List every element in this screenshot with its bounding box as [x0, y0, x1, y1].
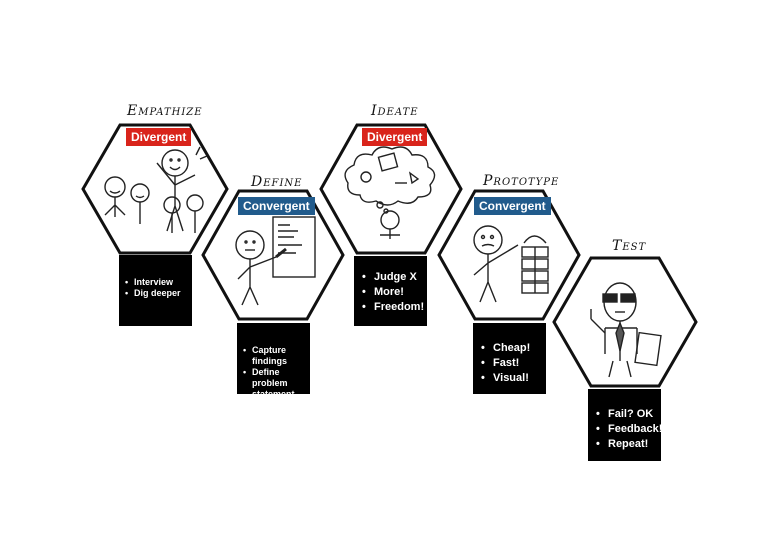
- bullet-item: Cheap!: [481, 341, 540, 356]
- bullet-box-prototype: Cheap! Fast! Visual!: [473, 323, 546, 394]
- stage-title-define: Define: [251, 174, 303, 190]
- bullet-box-empathize: Interview Dig deeper: [119, 255, 192, 326]
- bullet-item: Freedom!: [362, 300, 424, 315]
- bullet-item: Dig deeper: [125, 288, 186, 299]
- person-building-icon: [473, 225, 549, 303]
- hexagon-test: [552, 256, 698, 388]
- bullet-item: Capture findings: [243, 345, 304, 367]
- bullet-box-ideate: Judge X More! Freedom!: [354, 256, 427, 326]
- thought-cloud-icon: [344, 146, 436, 239]
- bullet-item: Visual!: [481, 371, 540, 386]
- bullet-item: More!: [362, 285, 421, 300]
- hexagon-empathize: [81, 123, 229, 255]
- bullet-box-define: Capture findings Define problem statemen…: [237, 323, 310, 399]
- bullet-item: Interview: [125, 277, 186, 288]
- mode-tag-ideate: Divergent: [362, 128, 428, 146]
- hexagon-ideate: [319, 123, 463, 255]
- bullet-item: Feedback!: [596, 422, 662, 437]
- hexagon-prototype: [437, 189, 581, 321]
- bullet-box-test: Fail? OK Feedback! Repeat!: [588, 389, 662, 461]
- bullet-item: Define problem statement: [243, 367, 304, 400]
- stage-title-test: Test: [612, 238, 647, 254]
- mode-tag-empathize: Divergent: [126, 128, 192, 146]
- bullet-item: Judge X: [362, 270, 421, 285]
- stage-title-prototype: Prototype: [483, 173, 560, 189]
- stage-title-empathize: Empathize: [127, 103, 203, 119]
- mode-tag-define: Convergent: [238, 197, 315, 215]
- people-group-icon: [104, 146, 208, 233]
- bullet-item: Fail? OK: [596, 407, 655, 422]
- bullet-item: Fast!: [481, 356, 540, 371]
- stage-title-ideate: Ideate: [371, 103, 419, 119]
- bullet-item: Repeat!: [596, 437, 655, 452]
- mode-tag-prototype: Convergent: [474, 197, 551, 215]
- person-writing-icon: [235, 216, 316, 306]
- person-sunglasses-clipboard-icon: [590, 282, 662, 378]
